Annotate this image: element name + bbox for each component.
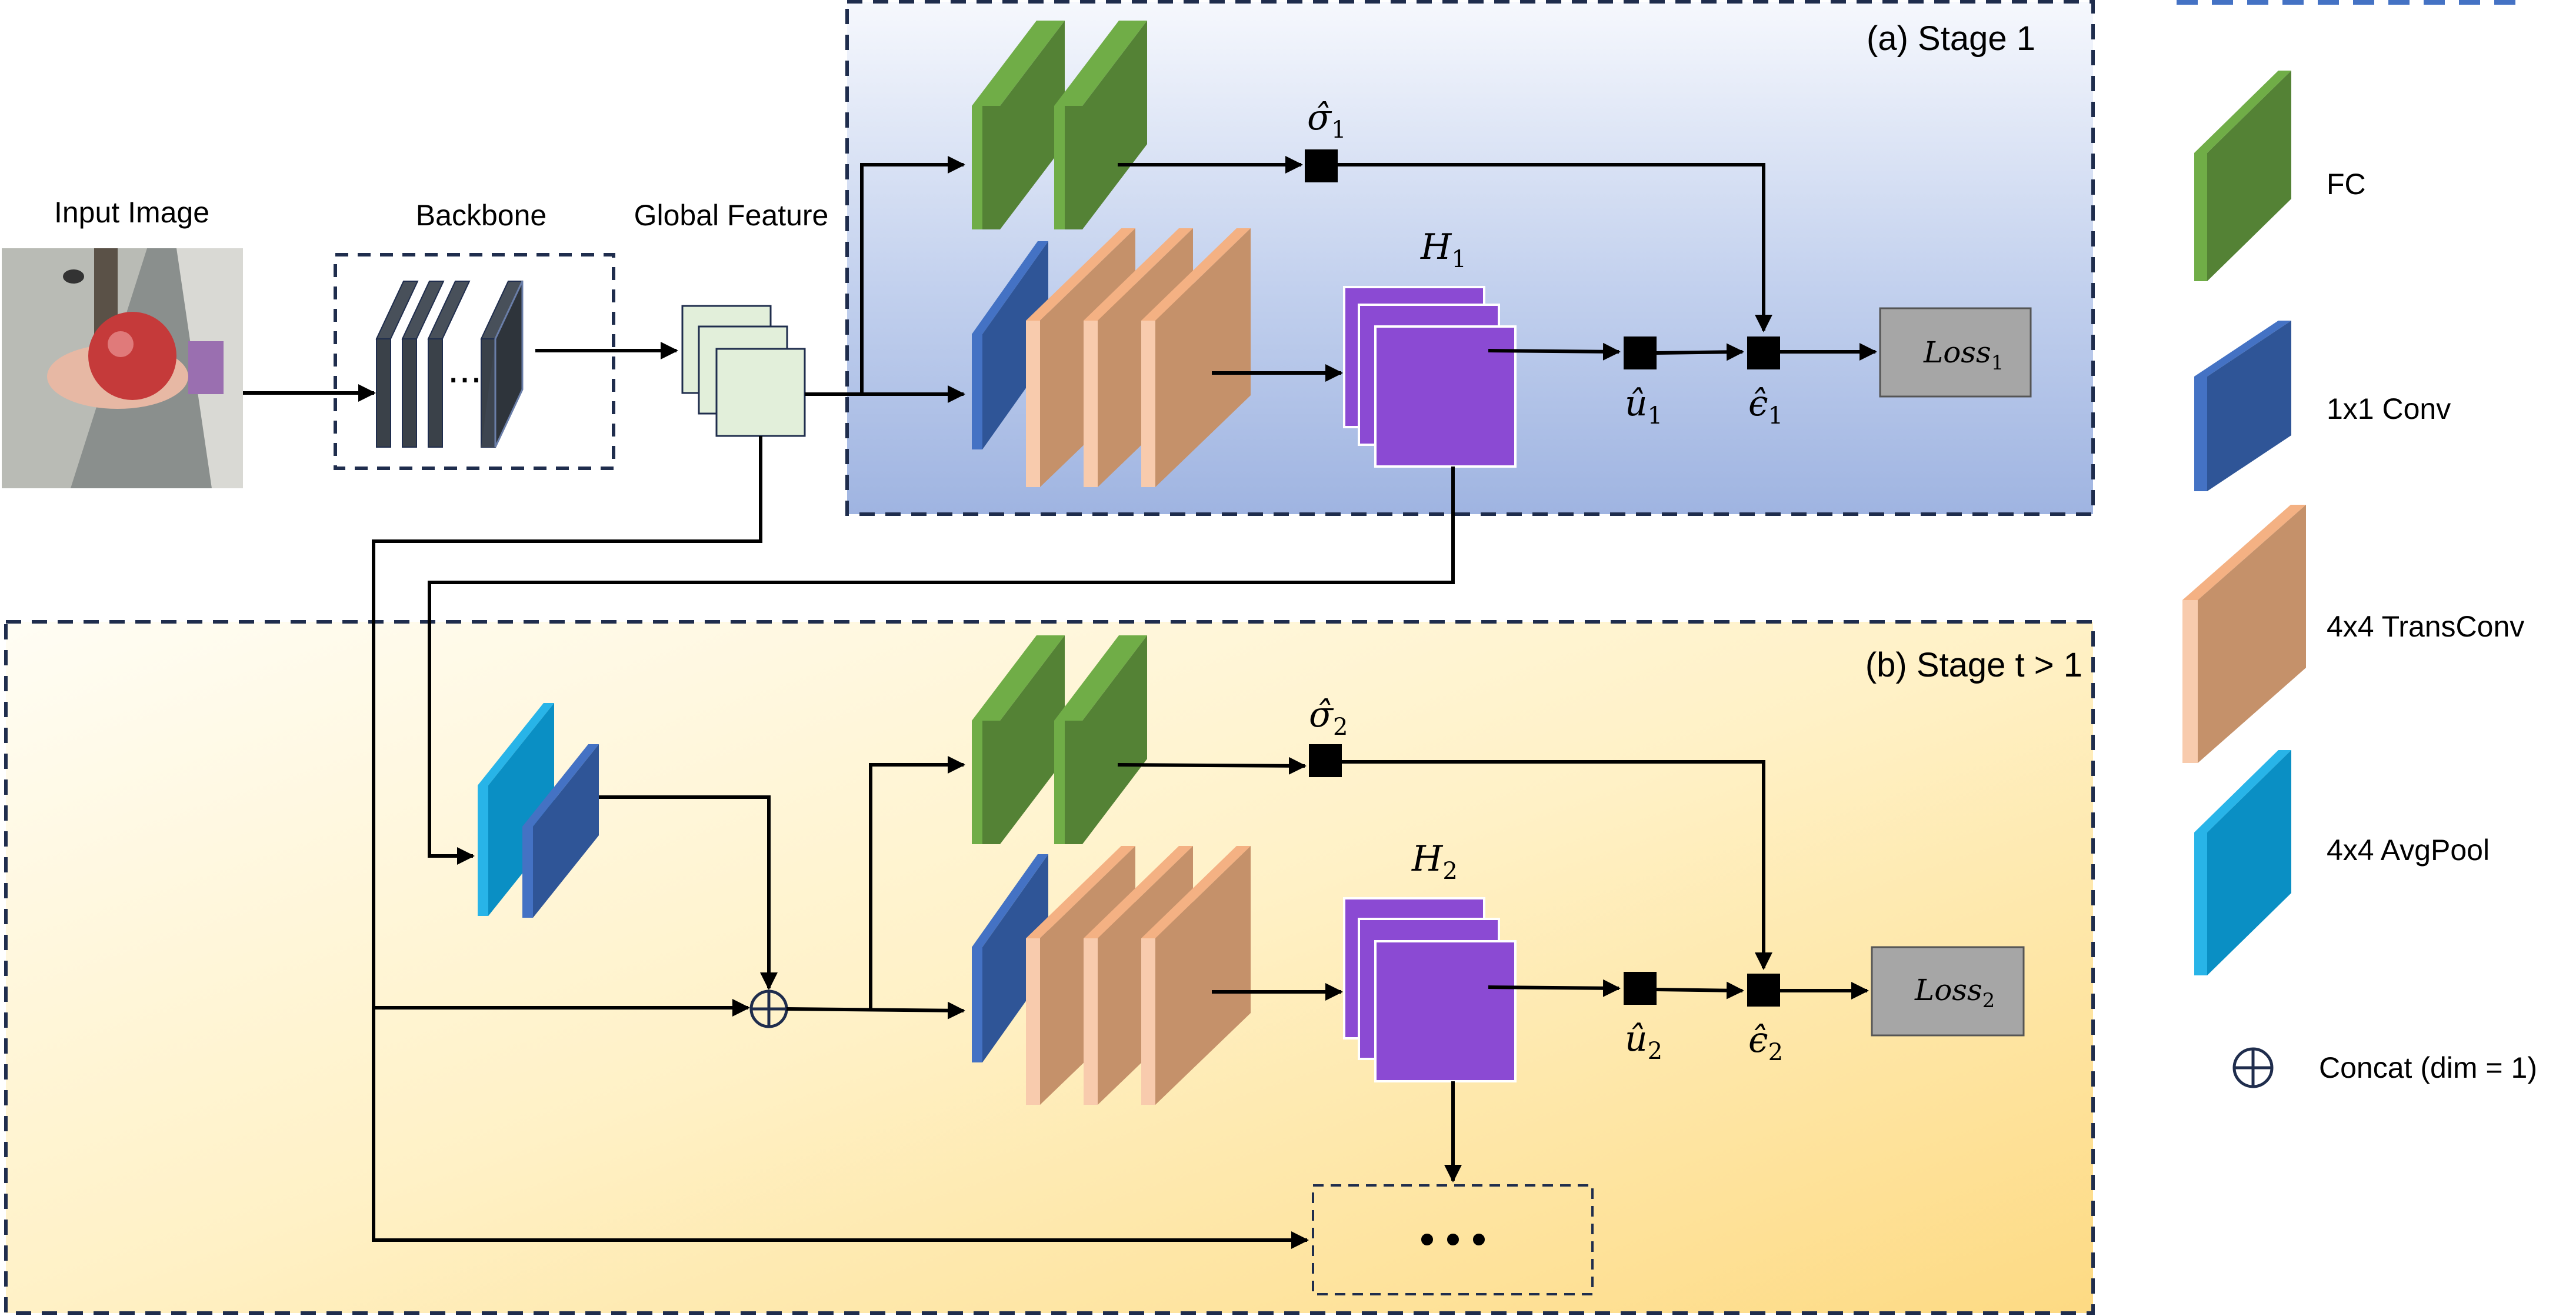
stage1-eps-node [1747, 337, 1780, 369]
svg-text:Loss1: Loss1 [1923, 335, 2004, 375]
stage1-transconv-1 [1026, 228, 1135, 487]
stage2-eps-label: ϵ̂2 [1748, 1020, 1783, 1066]
backbone-layer [481, 281, 524, 448]
global-feature-sheet [715, 348, 806, 437]
legend-avgpool-swatch [2194, 750, 2291, 975]
stage2-sigma-node [1309, 744, 1342, 777]
stage1-transconv-3 [1141, 228, 1251, 487]
legend-fc-swatch [2194, 71, 2291, 281]
backbone-dots: ... [448, 345, 482, 391]
stage2-u-label: û2 [1625, 1018, 1662, 1065]
concat-symbol [749, 990, 788, 1028]
stage1-sigma-label: σ̂1 [1307, 97, 1346, 144]
stage2-transconv-2 [1084, 846, 1193, 1105]
stage2-pre-conv [522, 744, 599, 918]
stage2-fc-2 [1054, 635, 1147, 844]
stage1-u-node [1624, 337, 1657, 369]
backbone-box [334, 253, 615, 470]
stage2-loss-box: Loss2 [1871, 946, 2025, 1037]
global-feature-group: Global Feature [634, 199, 829, 437]
stage1-heatmap [1343, 286, 1517, 468]
stage2-u-node [1624, 972, 1657, 1005]
stage1-H-label: H1 [1420, 226, 1467, 273]
legend-fc-label: FC [2327, 168, 2366, 201]
backbone-label: Backbone [416, 199, 546, 232]
stage2-eps-node [1747, 974, 1780, 1007]
stage2-connections [374, 756, 1869, 1182]
stage2-label: (b) Stage t > 1 [1865, 646, 2082, 684]
legend-avgpool-label: 4x4 AvgPool [2327, 834, 2490, 867]
continuation-box: • • • [1312, 1184, 1594, 1295]
continuation-dots: • • • [1420, 1216, 1486, 1262]
legend-concat-icon [2232, 1047, 2274, 1088]
global-feature-label: Global Feature [634, 199, 829, 232]
stage2-transconv-3 [1141, 846, 1251, 1105]
legend-conv-swatch [2194, 321, 2291, 491]
stage2-fc-1 [972, 635, 1065, 844]
stage1-fc-1 [972, 21, 1065, 229]
stage1-conv [972, 241, 1048, 449]
backbone-layer [401, 281, 445, 448]
backbone-group: Backbone ... [334, 199, 615, 470]
stage1-connections [243, 156, 1877, 1249]
legend-concat-label: Concat (dim = 1) [2319, 1051, 2537, 1084]
legend-transconv-label: 4x4 TransConv [2327, 610, 2524, 643]
svg-text:Loss2: Loss2 [1914, 973, 1995, 1012]
stage2-heatmap [1343, 897, 1517, 1082]
stage2-avgpool [478, 703, 554, 916]
stage2-H-label: H2 [1411, 838, 1458, 885]
legend: FC 1x1 Conv 4x4 TransConv 4x4 AvgPool Co… [2182, 71, 2537, 1088]
stage2-conv [972, 854, 1048, 1062]
stage1-u-label: û1 [1625, 383, 1662, 429]
stage1-fc-2 [1054, 21, 1147, 229]
stage1-sigma-node [1305, 149, 1338, 182]
stage2-transconv-1 [1026, 846, 1135, 1105]
backbone-layer [375, 281, 419, 448]
input-image-group: Input Image [2, 196, 243, 488]
stage1-label: (a) Stage 1 [1867, 19, 2035, 58]
input-image-label: Input Image [54, 196, 209, 229]
input-image [2, 248, 243, 488]
legend-conv-label: 1x1 Conv [2327, 392, 2451, 425]
backbone-layer [427, 281, 471, 448]
legend-transconv-swatch [2182, 505, 2306, 763]
stage1-loss-box: Loss1 [1879, 307, 2032, 398]
stage1-eps-label: ϵ̂1 [1748, 383, 1783, 429]
stage1-transconv-2 [1084, 228, 1193, 487]
stage2-sigma-label: σ̂2 [1309, 694, 1348, 741]
